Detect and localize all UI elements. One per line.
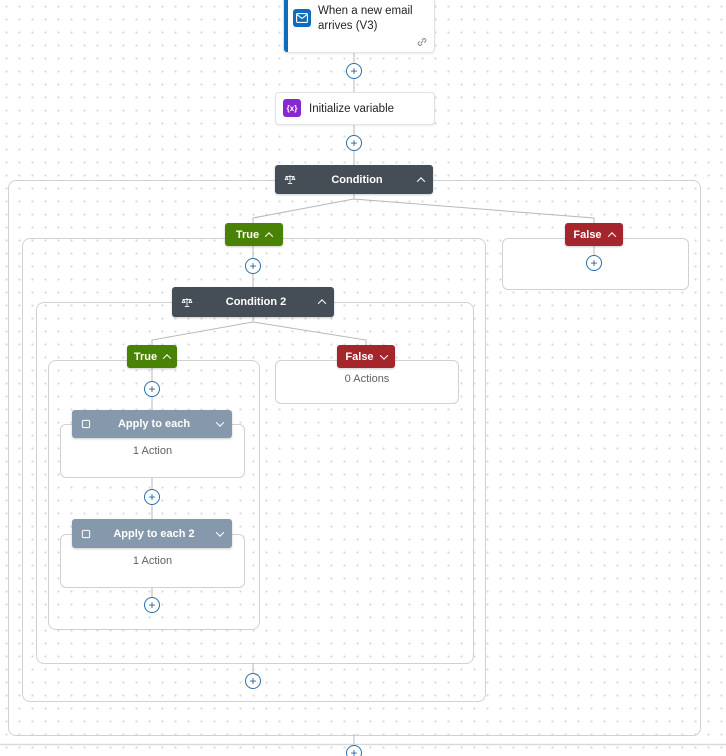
false-label-text: False — [573, 228, 602, 241]
insert-step-button[interactable]: + — [144, 489, 160, 505]
chevron-down-icon — [379, 350, 388, 360]
initialize-variable-title: Initialize variable — [309, 102, 395, 115]
plus-icon: + — [590, 255, 598, 270]
chevron-up-icon — [317, 299, 327, 308]
condition-header[interactable]: Condition — [275, 165, 433, 194]
apply-to-each-2-action-count: 1 Action — [132, 555, 173, 567]
true-branch-label[interactable]: True — [225, 223, 283, 246]
condition-icon — [181, 297, 193, 308]
chevron-up-icon — [607, 231, 616, 241]
false-label-text: False — [345, 350, 374, 363]
add-action-button-true-branch[interactable]: + — [144, 597, 160, 613]
initialize-variable-card[interactable]: {x} Initialize variable — [275, 92, 435, 125]
plus-icon: + — [148, 489, 156, 504]
condition2-title: Condition 2 — [225, 296, 287, 308]
plus-icon: + — [148, 381, 156, 396]
trigger-card[interactable]: When a new email arrives (V3) — [283, 0, 435, 53]
condition-icon — [284, 174, 296, 185]
loop-icon — [81, 529, 91, 539]
chevron-up-icon — [264, 231, 274, 241]
chevron-up-icon — [162, 353, 172, 363]
trigger-title: When a new email arrives (V3) — [318, 5, 413, 33]
apply-to-each-2-header[interactable]: Apply to each 2 — [72, 519, 232, 548]
condition2-false-branch-label[interactable]: False — [337, 345, 395, 368]
insert-step-button[interactable]: + — [346, 745, 362, 756]
condition-title: Condition — [331, 173, 383, 186]
chevron-up-icon — [416, 176, 426, 186]
add-action-button-after-condition2[interactable]: + — [245, 673, 261, 689]
apply-to-each-header[interactable]: Apply to each — [72, 410, 232, 438]
loop-icon — [81, 419, 91, 429]
variable-icon: {x} — [283, 99, 301, 117]
chevron-down-icon — [215, 527, 225, 537]
condition2-true-branch-label[interactable]: True — [127, 345, 177, 368]
link-icon[interactable] — [415, 35, 429, 49]
plus-icon: + — [350, 63, 358, 78]
condition2-header[interactable]: Condition 2 — [172, 287, 334, 317]
apply-to-each-action-count: 1 Action — [132, 445, 173, 457]
plus-icon: + — [350, 745, 358, 756]
insert-step-button[interactable]: + — [346, 135, 362, 151]
insert-step-button[interactable]: + — [346, 63, 362, 79]
insert-step-button[interactable]: + — [144, 381, 160, 397]
trigger-accent-bar — [284, 0, 288, 52]
false-branch-label[interactable]: False — [565, 223, 623, 246]
plus-icon: + — [249, 673, 257, 688]
add-action-button-false-branch[interactable]: + — [586, 255, 602, 271]
plus-icon: + — [249, 258, 257, 273]
plus-icon: + — [148, 597, 156, 612]
apply-to-each-title: Apply to each — [117, 418, 191, 430]
true-label-text: True — [235, 228, 260, 241]
insert-step-button[interactable]: + — [245, 258, 261, 274]
chevron-down-icon — [215, 418, 225, 427]
plus-icon: + — [350, 135, 358, 150]
apply-to-each-2-title: Apply to each 2 — [113, 527, 195, 540]
true-label-text: True — [133, 350, 158, 363]
outlook-mail-icon — [293, 9, 311, 27]
false-branch-action-count: 0 Actions — [344, 373, 390, 385]
